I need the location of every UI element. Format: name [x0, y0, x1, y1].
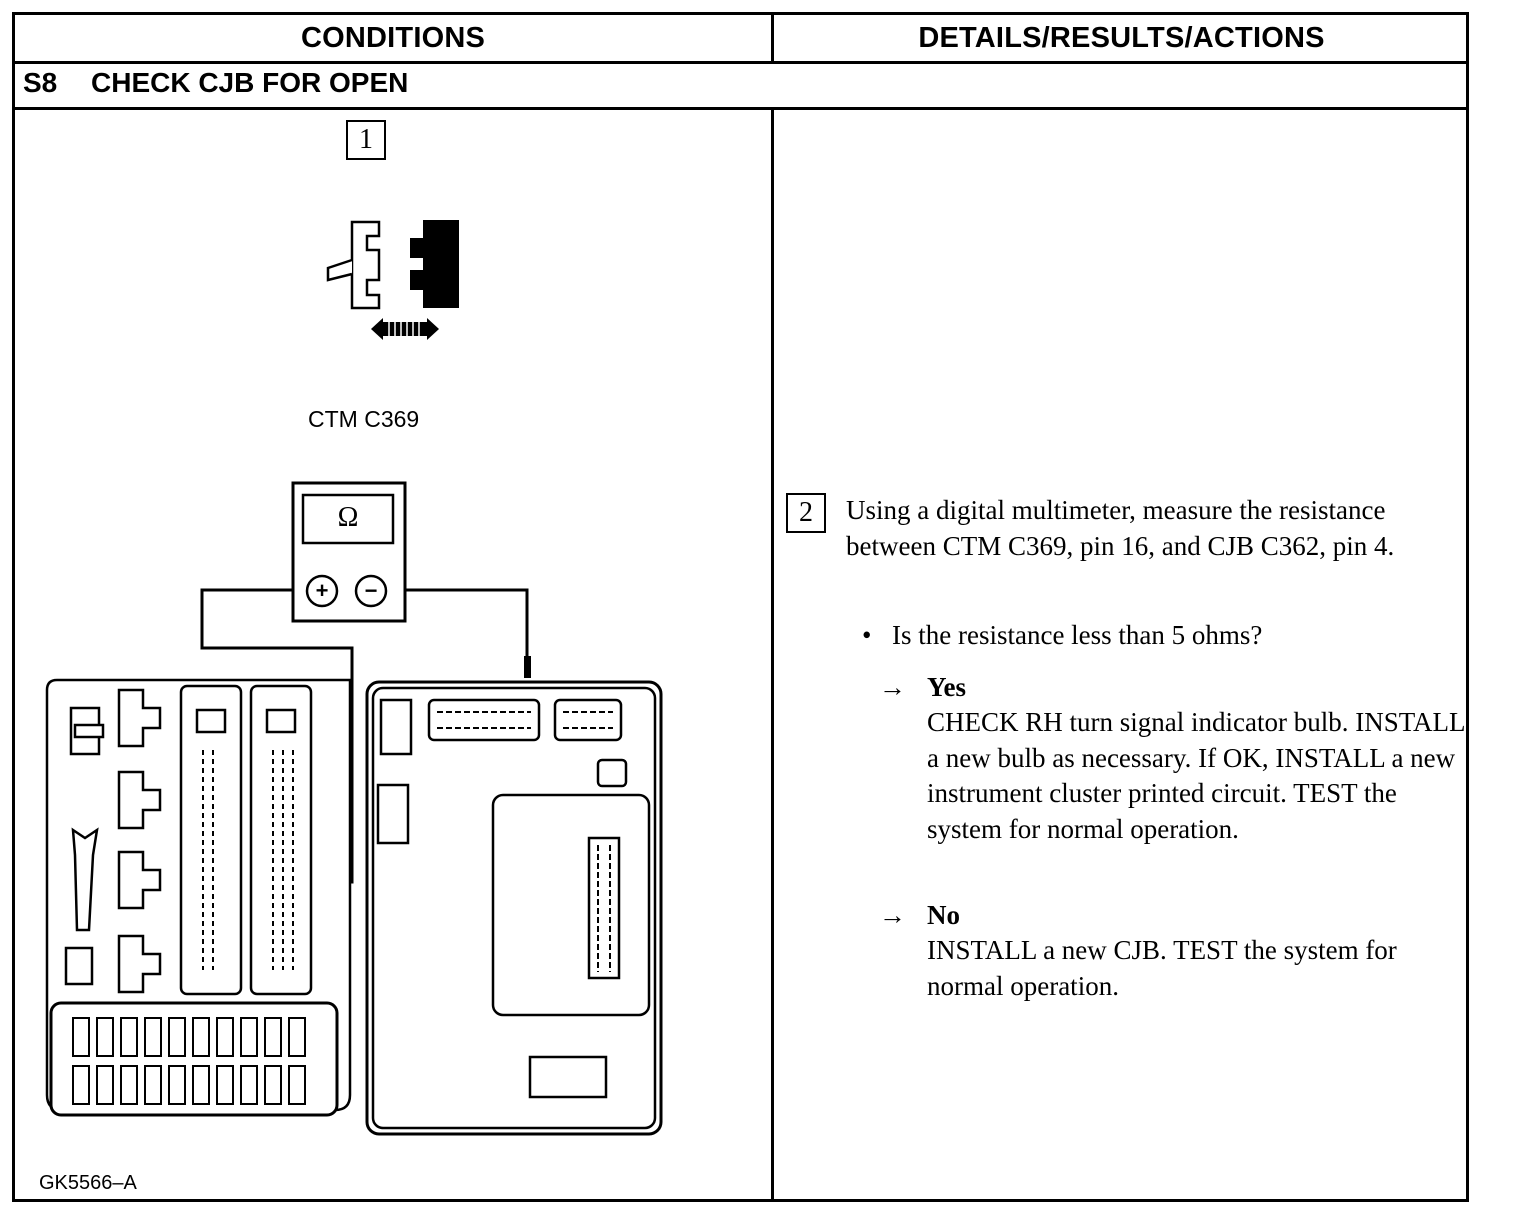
column-divider [771, 15, 774, 61]
no-action: INSTALL a new CJB. TEST the system for n… [927, 935, 1397, 1001]
fuse-grid [72, 1017, 306, 1105]
arrow-icon: → [879, 672, 906, 702]
details-cell: 2 Using a digital multimeter, measure th… [774, 110, 1469, 1202]
step-heading: S8 CHECK CJB FOR OPEN [23, 61, 408, 105]
negative-terminal-icon: − [364, 578, 378, 603]
callout-2: 2 [786, 493, 826, 533]
yes-branch: → Yes CHECK RH turn signal indicator bul… [879, 670, 1465, 870]
multimeter-icon [291, 481, 407, 623]
connector-disconnect-icon [326, 220, 381, 310]
column-divider [771, 107, 774, 1202]
step-number: S8 [23, 67, 58, 98]
no-label: No [927, 900, 960, 930]
figure-id: GK5566–A [39, 1172, 137, 1194]
connector-label: CTM C369 [308, 406, 420, 432]
conditions-header: CONDITIONS [300, 22, 486, 54]
details-header: DETAILS/RESULTS/ACTIONS [918, 22, 1325, 54]
connector-and-meter-illustration [45, 220, 663, 1136]
double-arrow-icon [371, 318, 439, 340]
cjb-module [365, 680, 663, 1136]
cjb-connector-pins [437, 711, 613, 972]
step-title: CHECK CJB FOR OPEN [91, 67, 409, 98]
instruction-text: Using a digital multimeter, measure the … [846, 495, 1395, 561]
step-title-row: S8 CHECK CJB FOR OPEN [15, 61, 1466, 110]
yes-action: CHECK RH turn signal indicator bulb. INS… [927, 707, 1465, 844]
bullet-icon: • [862, 620, 872, 650]
connector-mate-icon [410, 220, 459, 308]
probe-tip [524, 656, 531, 678]
callout-1: 1 [346, 120, 386, 160]
ohm-symbol: Ω [337, 502, 359, 533]
connector-pins [202, 750, 294, 970]
no-branch: → No INSTALL a new CJB. TEST the system … [879, 898, 1439, 1008]
question-item: • Is the resistance less than 5 ohms? [862, 618, 1422, 654]
arrow-icon: → [879, 900, 906, 930]
yes-label: Yes [927, 672, 966, 702]
conditions-cell: 1 [15, 110, 771, 1202]
positive-terminal-icon: + [315, 578, 329, 603]
table-header-row: CONDITIONS DETAILS/RESULTS/ACTIONS [15, 15, 1466, 64]
question-text: Is the resistance less than 5 ohms? [892, 620, 1263, 650]
